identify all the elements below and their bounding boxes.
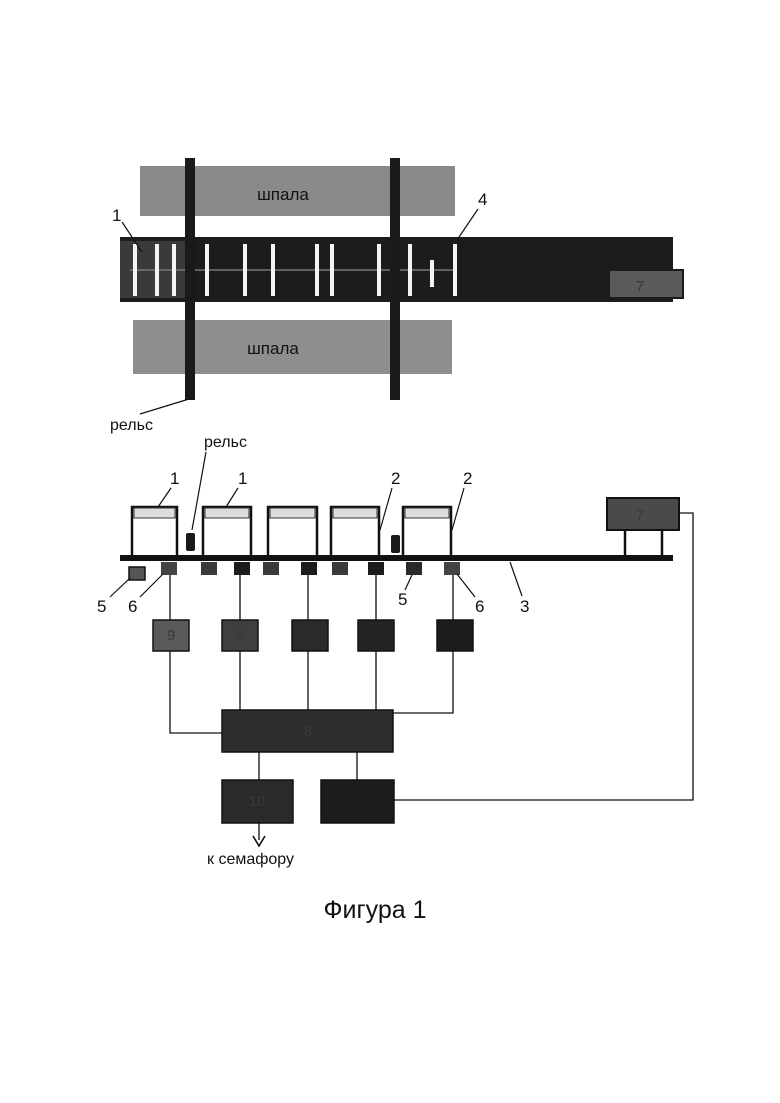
callout-1a: 1 [170,469,179,488]
callout-5b: 5 [398,590,407,609]
callout-2a-leader [380,488,392,530]
block-8-label: 8 [304,723,312,740]
sensor-bar [330,244,334,296]
element-5 [332,562,348,575]
sensor-bar [271,244,275,296]
block-7-bottom-label: 7 [636,507,644,524]
sensor-cap [134,508,175,518]
sensor-cap [205,508,249,518]
rail-right [390,158,400,400]
callout-6b: 6 [475,597,484,616]
callout-1b: 1 [238,469,247,488]
callout-6b-leader [457,574,475,597]
rail-left [185,158,195,400]
top-view: шпала шпала 7 1 4 [110,158,683,434]
blocks-9: 9 9 [153,620,473,651]
element-6 [368,562,384,575]
element-6 [444,562,460,575]
sensor-bar [155,244,159,296]
bottom-view: рельс 7 [97,434,693,868]
element-5 [263,562,279,575]
callout-5a-leader [110,578,130,597]
element-6 [161,562,177,575]
rail-label-bottom-view: рельс [204,434,247,451]
sensor-bar [453,244,457,296]
block-7-top [609,270,683,298]
sensor-bar-short [430,260,434,287]
callout-5b-leader [405,575,412,590]
rail-section-left [186,533,195,551]
element-6 [234,562,250,575]
element-6 [301,562,317,575]
callout-3: 3 [520,597,529,616]
control-block [321,780,394,823]
callout-4-top-leader [457,209,478,240]
callout-2b-leader [452,488,464,530]
sensor-cap [270,508,315,518]
block-10-label: 10 [249,793,266,810]
block-9-label: 9 [167,627,175,644]
sleeper-bottom-label: шпала [247,339,299,358]
sensor-bar [205,244,209,296]
callout-2a: 2 [391,469,400,488]
callout-1a-leader [158,488,171,507]
sensor-bar [172,244,176,296]
callout-6a: 6 [128,597,137,616]
sensor-bar [377,244,381,296]
block-9 [358,620,394,651]
rail-label-top-view: рельс [110,417,153,434]
sensor-bar [133,244,137,296]
wire [393,651,453,713]
block-9 [437,620,473,651]
element-5 [406,562,422,575]
semaphore-label: к семафору [207,851,294,868]
strip-bar [120,555,673,561]
callout-3-leader [510,562,522,596]
sensor-cap [405,508,449,518]
element-5 [201,562,217,575]
block-9-label: 9 [236,627,244,644]
callout-5a: 5 [97,597,106,616]
figure-caption: Фигура 1 [324,896,427,924]
sleeper-top-label: шпала [257,185,309,204]
rail-section-right [391,535,400,553]
sensor-cap [333,508,377,518]
callout-1b-leader [226,488,238,507]
callout-2b: 2 [463,469,472,488]
element-5 [129,567,145,580]
block-7-top-label: 7 [636,278,644,295]
callout-4-top: 4 [478,190,487,209]
callout-1-top: 1 [112,206,121,225]
block-9 [292,620,328,651]
sensor-bar [408,244,412,296]
rail-label-leader [140,399,189,414]
wire [170,651,222,733]
sensor-bar [243,244,247,296]
sensor-bar [315,244,319,296]
